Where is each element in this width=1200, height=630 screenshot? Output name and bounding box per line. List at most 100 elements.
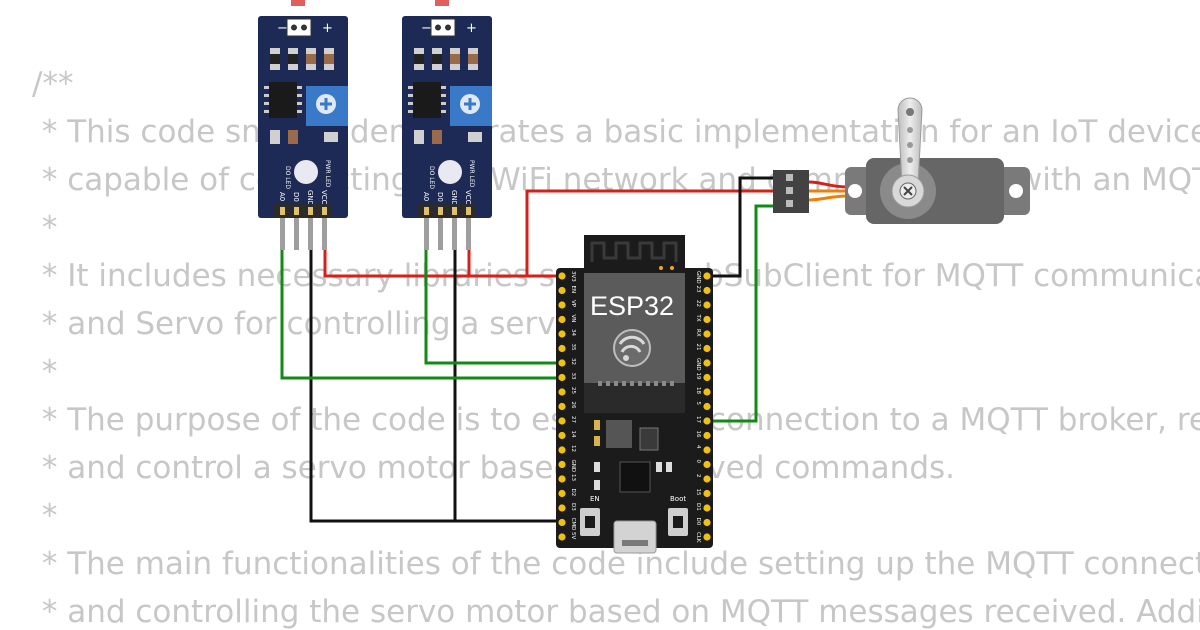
esp32-pin-right_pins-8[interactable] <box>703 388 711 396</box>
esp32-pin-label: 14 <box>570 431 576 438</box>
esp32-pin-label: 23 <box>695 286 701 293</box>
comparator-ic <box>408 82 446 118</box>
esp32-pin-left_pins-10[interactable] <box>558 417 566 425</box>
esp32-pin-label: 13 <box>570 474 576 481</box>
esp32-pin-label: 26 <box>570 402 576 409</box>
servo-cable <box>808 180 849 202</box>
esp32-pin-right_pins-9[interactable] <box>703 402 711 411</box>
wire-a0-right[interactable] <box>424 216 560 365</box>
esp32-pin-label: D2 <box>570 489 576 497</box>
esp32-pin-left_pins-14[interactable] <box>558 475 566 483</box>
led-indicator <box>294 160 318 184</box>
esp32-pin-label: RX <box>695 329 701 337</box>
connector-plus: + <box>466 21 477 36</box>
esp32-pin-label: 17 <box>695 416 701 423</box>
esp32-pin-left_pins-17[interactable] <box>558 518 566 527</box>
esp32-pin-left_pins-6[interactable] <box>558 359 566 367</box>
esp32-pin-right_pins-12[interactable] <box>703 446 711 454</box>
esp32-pin-left_pins-15[interactable] <box>558 489 566 498</box>
esp32-pin-right_pins-16[interactable] <box>703 504 711 512</box>
esp32-devkit[interactable]: ESP32 EN Boot 3V3ENVPVN34353233252627141… <box>556 235 713 554</box>
esp32-pin-left_pins-18[interactable] <box>558 533 566 541</box>
esp32-pin-label: VN <box>570 315 576 323</box>
usb-uart-chip <box>619 461 651 493</box>
servo-horn[interactable] <box>897 97 923 185</box>
esp32-pin-label: 3V3 <box>570 271 576 282</box>
esp32-pin-label: 15 <box>695 489 701 496</box>
esp32-pin-right_pins-0[interactable] <box>703 272 711 280</box>
sensor-element <box>435 0 449 6</box>
pin-label-d0: D0 <box>436 192 444 202</box>
esp32-pin-right_pins-18[interactable] <box>703 533 711 541</box>
led-indicator <box>438 160 462 184</box>
connector-minus: − <box>277 21 288 36</box>
esp32-pin-right_pins-1[interactable] <box>703 286 711 295</box>
esp32-pin-label: CLK <box>695 532 701 543</box>
espressif-logo-icon <box>613 329 651 367</box>
esp32-pin-left_pins-4[interactable] <box>558 330 566 338</box>
code-comment-line: * <box>32 354 58 390</box>
esp32-pin-label: D1 <box>695 503 701 511</box>
sensor-module-left[interactable]: − + DO LED PWR LED A0 <box>258 0 348 250</box>
servo-connector[interactable] <box>773 170 809 213</box>
esp32-pin-label: 5V <box>570 532 576 539</box>
wire-gnd-servo[interactable] <box>712 176 786 278</box>
esp32-pin-right_pins-5[interactable] <box>703 344 711 353</box>
esp32-pin-label: 2 <box>695 474 701 478</box>
esp32-pin-right_pins-10[interactable] <box>703 417 711 425</box>
esp32-pin-left_pins-2[interactable] <box>558 301 566 309</box>
esp32-pin-right_pins-7[interactable] <box>703 373 711 382</box>
esp32-pin-left_pins-8[interactable] <box>558 388 566 396</box>
potentiometer[interactable] <box>450 86 492 126</box>
potentiometer[interactable] <box>306 86 348 126</box>
esp32-pin-left_pins-5[interactable] <box>558 344 566 353</box>
esp32-pin-right_pins-2[interactable] <box>703 301 711 309</box>
esp32-pin-right_pins-17[interactable] <box>703 518 711 527</box>
esp32-pin-right_pins-13[interactable] <box>703 460 711 469</box>
esp32-pin-left_pins-9[interactable] <box>558 402 566 411</box>
esp32-pin-label: 33 <box>570 373 576 380</box>
esp32-pin-label: 22 <box>695 300 701 307</box>
esp32-pin-left_pins-0[interactable] <box>558 272 566 280</box>
esp32-pin-left_pins-7[interactable] <box>558 373 566 382</box>
wire-a0-left[interactable] <box>280 216 560 380</box>
esp32-pin-label: VP <box>570 300 576 308</box>
pin-label-vcc: VCC <box>320 190 328 205</box>
connector-block <box>430 18 456 37</box>
boot-button-label: Boot <box>670 495 686 503</box>
pin-header <box>274 204 332 218</box>
esp32-pin-right_pins-15[interactable] <box>703 489 711 498</box>
micro-usb-port[interactable] <box>613 520 657 554</box>
esp32-pin-label: D3 <box>570 503 576 511</box>
pin-label-a0: A0 <box>422 192 430 201</box>
esp32-pin-label: 21 <box>695 344 701 351</box>
pin-label-gnd: GND <box>450 190 458 206</box>
esp32-pin-left_pins-13[interactable] <box>558 460 566 469</box>
esp32-pin-left_pins-1[interactable] <box>558 286 566 295</box>
esp32-pin-right_pins-14[interactable] <box>703 475 711 483</box>
esp32-pin-left_pins-16[interactable] <box>558 504 566 512</box>
wire-vcc-servo[interactable] <box>525 189 786 276</box>
esp32-pin-left_pins-3[interactable] <box>558 315 566 324</box>
esp32-pin-right_pins-11[interactable] <box>703 431 711 440</box>
esp32-pin-right_pins-4[interactable] <box>703 330 711 338</box>
code-comment-line: * <box>32 498 58 534</box>
esp32-pin-label: 32 <box>570 358 576 365</box>
esp32-pin-label: 18 <box>695 387 701 394</box>
servo-motor[interactable] <box>845 97 1030 224</box>
voltage-regulator <box>606 420 632 448</box>
wire-gnd-left[interactable] <box>309 216 560 523</box>
esp32-pin-label: GND <box>570 460 576 473</box>
esp32-pin-right_pins-3[interactable] <box>703 315 711 324</box>
led-label-pwr: PWR LED <box>468 160 475 188</box>
sensor-element <box>291 0 305 6</box>
esp32-pin-left_pins-12[interactable] <box>558 446 566 454</box>
esp32-pin-right_pins-6[interactable] <box>703 359 711 367</box>
pin-header <box>418 204 476 218</box>
en-button-label: EN <box>590 495 600 503</box>
sensor-module-right[interactable]: − + DO LED PWR LED A0 D0 GND VCC <box>402 0 492 250</box>
esp32-pin-left_pins-11[interactable] <box>558 431 566 440</box>
esp32-antenna <box>584 235 685 275</box>
comparator-ic <box>264 82 302 118</box>
